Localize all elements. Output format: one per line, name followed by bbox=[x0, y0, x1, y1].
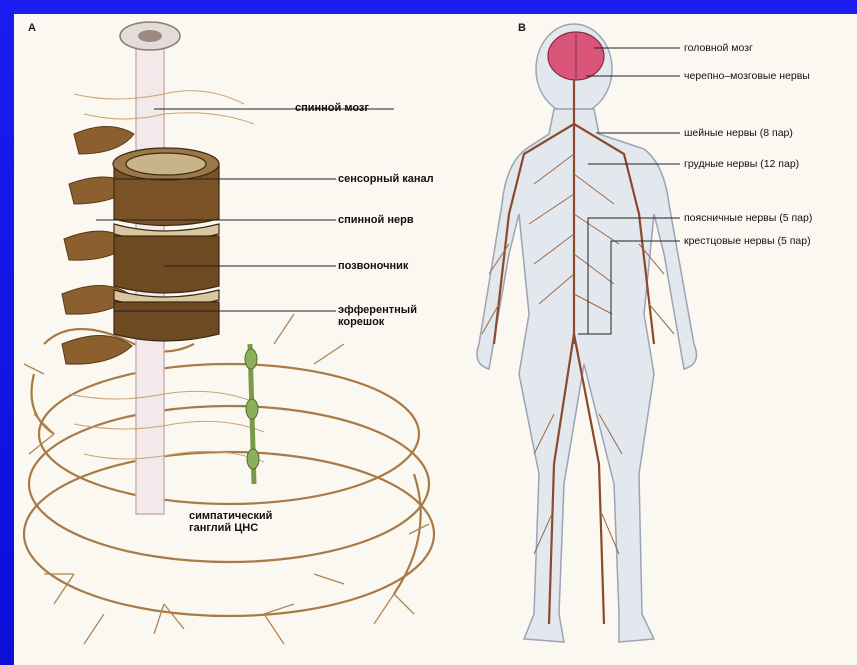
label-ganglion-2: ганглий ЦНС bbox=[189, 522, 258, 534]
panel-a-letter: A bbox=[28, 22, 36, 34]
panel-b-letter: B bbox=[518, 22, 526, 34]
label-cranial-nerves: черепно–мозговые нервы bbox=[684, 70, 810, 82]
label-lumbar-nerves: поясничные нервы (5 пар) bbox=[684, 212, 812, 224]
label-efferent-root-2: корешок bbox=[338, 316, 384, 328]
illustration-plate: A B спинной мозг сенсорный канал спинной… bbox=[14, 14, 857, 665]
label-thoracic-nerves: грудные нервы (12 пар) bbox=[684, 158, 799, 170]
label-spinal-nerve: спинной нерв bbox=[338, 214, 414, 226]
label-sensory-canal: сенсорный канал bbox=[338, 173, 434, 185]
panel-b-illustration bbox=[14, 14, 857, 665]
label-sacral-nerves: крестцовые нервы (5 пар) bbox=[684, 235, 811, 247]
label-ganglion-1: симпатический bbox=[189, 510, 272, 522]
label-spine: позвоночник bbox=[338, 260, 408, 272]
label-efferent-root-1: эфферентный bbox=[338, 304, 417, 316]
label-spinal-cord: спинной мозг bbox=[295, 102, 369, 114]
label-brain: головной мозг bbox=[684, 42, 753, 54]
label-cervical-nerves: шейные нервы (8 пар) bbox=[684, 127, 793, 139]
